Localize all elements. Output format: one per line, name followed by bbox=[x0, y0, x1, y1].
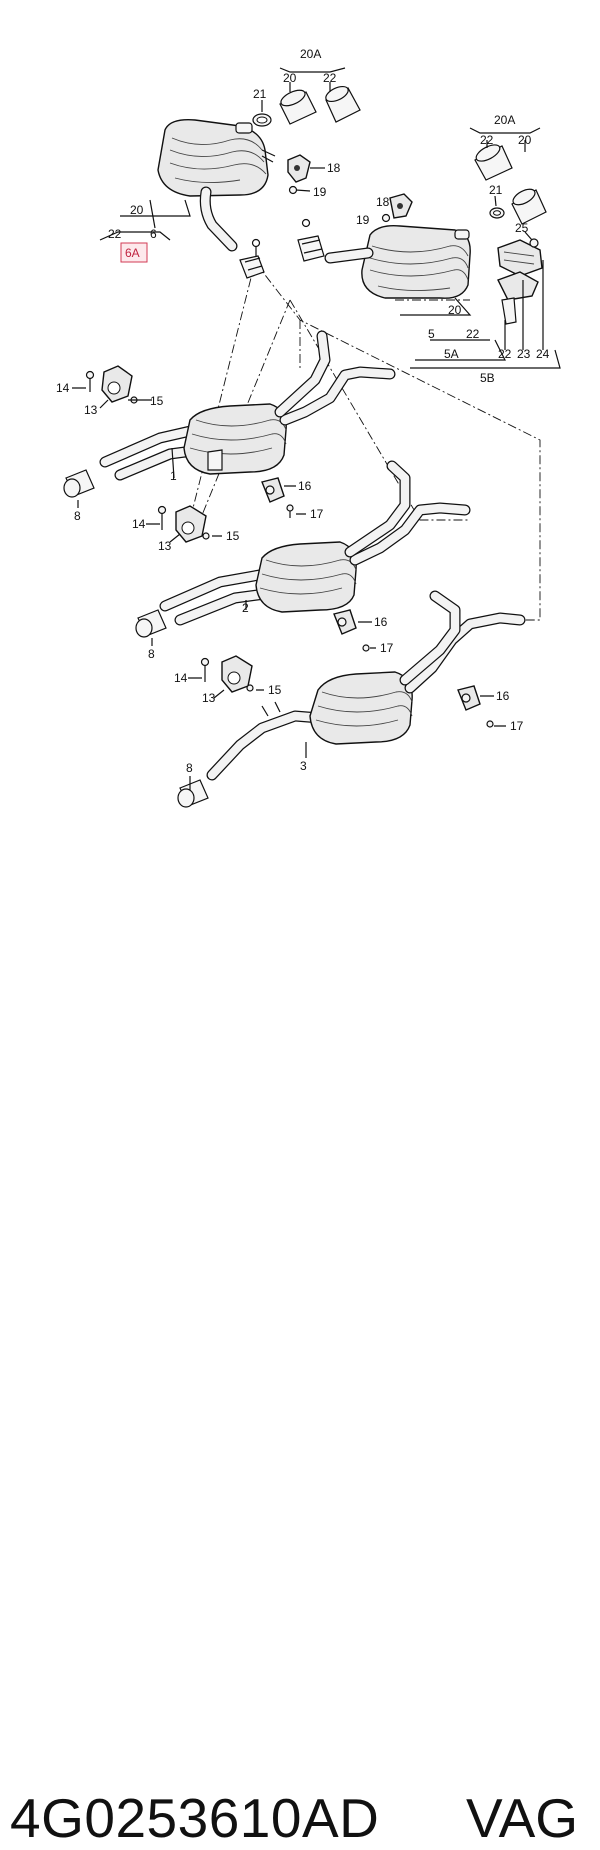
callout-14-a: 14 bbox=[56, 381, 70, 395]
callout-14-c: 14 bbox=[174, 671, 188, 685]
highlight-box-6A bbox=[120, 242, 148, 263]
pipe-clamp-mid bbox=[297, 218, 325, 262]
callout-17-a: 17 bbox=[310, 507, 324, 521]
callout-20-right: 20 bbox=[518, 133, 532, 147]
bracket-13-a bbox=[85, 365, 146, 404]
exhaust-tip-20-top bbox=[279, 89, 317, 125]
callout-22-left: 22 bbox=[108, 227, 122, 241]
callout-20A-top: 20A bbox=[300, 47, 321, 61]
callout-8-b: 8 bbox=[148, 647, 155, 661]
exhaust-system-diagram: 20A 20 22 21 18 19 20 22 6 6A 20A 22 20 … bbox=[56, 47, 561, 808]
clamp-ring-21-top bbox=[252, 113, 272, 127]
callout-25: 25 bbox=[515, 221, 529, 235]
callout-22-mid: 22 bbox=[466, 327, 480, 341]
callout-13-c: 13 bbox=[202, 691, 216, 705]
exhaust-tip-20-right bbox=[511, 188, 547, 225]
pipe-clamp-8-c bbox=[177, 779, 209, 808]
bracket-13-c bbox=[200, 655, 254, 693]
callout-20-top: 20 bbox=[283, 71, 297, 85]
callout-1: 1 bbox=[170, 469, 177, 483]
callout-17-c: 17 bbox=[510, 719, 524, 733]
callout-14-b: 14 bbox=[132, 517, 146, 531]
center-muffler-2 bbox=[159, 460, 471, 626]
callout-5A: 5A bbox=[444, 347, 459, 361]
callout-13-b: 13 bbox=[158, 539, 172, 553]
callout-18-mid: 18 bbox=[376, 195, 390, 209]
callout-15-c: 15 bbox=[268, 683, 282, 697]
clamp-ring-21-right bbox=[489, 207, 505, 219]
pipe-clamp-8-b bbox=[135, 609, 167, 638]
pipe-clamp-top bbox=[239, 238, 265, 279]
bracket-13-b bbox=[157, 505, 210, 543]
callout-19-mid: 19 bbox=[356, 213, 370, 227]
callout-20-mid: 20 bbox=[448, 303, 462, 317]
callout-16-b: 16 bbox=[374, 615, 388, 629]
callout-3: 3 bbox=[300, 759, 307, 773]
valve-bracket-24 bbox=[497, 271, 539, 325]
exhaust-tip-22-top bbox=[325, 85, 361, 123]
callout-6-left: 6 bbox=[150, 227, 157, 241]
bolt-19-top bbox=[288, 185, 298, 195]
callout-13-a: 13 bbox=[84, 403, 98, 417]
callout-22-bot: 22 bbox=[498, 347, 512, 361]
assembly-lines bbox=[189, 261, 541, 621]
callout-16-c: 16 bbox=[496, 689, 510, 703]
valve-actuator-23 bbox=[497, 238, 543, 277]
callout-19-top: 19 bbox=[313, 185, 327, 199]
callout-23: 23 bbox=[517, 347, 531, 361]
callout-2: 2 bbox=[242, 601, 249, 615]
callout-5B: 5B bbox=[480, 371, 495, 385]
bracket-18-top bbox=[287, 154, 311, 183]
callout-20-left: 20 bbox=[130, 203, 144, 217]
callout-22-top: 22 bbox=[323, 71, 337, 85]
callout-16-a: 16 bbox=[298, 479, 312, 493]
callout-24: 24 bbox=[536, 347, 550, 361]
part-number: 4G0253610AD bbox=[10, 1787, 380, 1849]
callout-8-c: 8 bbox=[186, 761, 193, 775]
callout-20A-right: 20A bbox=[494, 113, 515, 127]
callout-18-top: 18 bbox=[327, 161, 341, 175]
bracket-18-mid bbox=[381, 193, 413, 223]
callout-21-top: 21 bbox=[253, 87, 267, 101]
rear-muffler-left bbox=[157, 119, 276, 252]
exhaust-tip-22-right bbox=[474, 144, 513, 181]
bracket-16-a bbox=[261, 477, 294, 518]
brand-name: VAG bbox=[466, 1787, 579, 1849]
bracket-16-b bbox=[333, 609, 370, 652]
callout-15-b: 15 bbox=[226, 529, 240, 543]
callout-6A: 6A bbox=[125, 246, 140, 260]
rear-muffler-right bbox=[324, 225, 471, 299]
pipe-clamp-8-a bbox=[63, 469, 95, 498]
bracket-16-c bbox=[457, 685, 494, 728]
center-muffler-1 bbox=[99, 330, 396, 481]
callout-5-mid: 5 bbox=[428, 327, 435, 341]
center-muffler-3 bbox=[206, 590, 526, 781]
callout-22-right: 22 bbox=[480, 133, 494, 147]
callout-17-b: 17 bbox=[380, 641, 394, 655]
callout-21-right: 21 bbox=[489, 183, 503, 197]
callout-8-a: 8 bbox=[74, 509, 81, 523]
caption: 4G0253610AD VAG bbox=[0, 890, 600, 1849]
callout-labels: 20A 20 22 21 18 19 20 22 6 6A 20A 22 20 … bbox=[56, 47, 550, 775]
callout-15-a: 15 bbox=[150, 394, 164, 408]
